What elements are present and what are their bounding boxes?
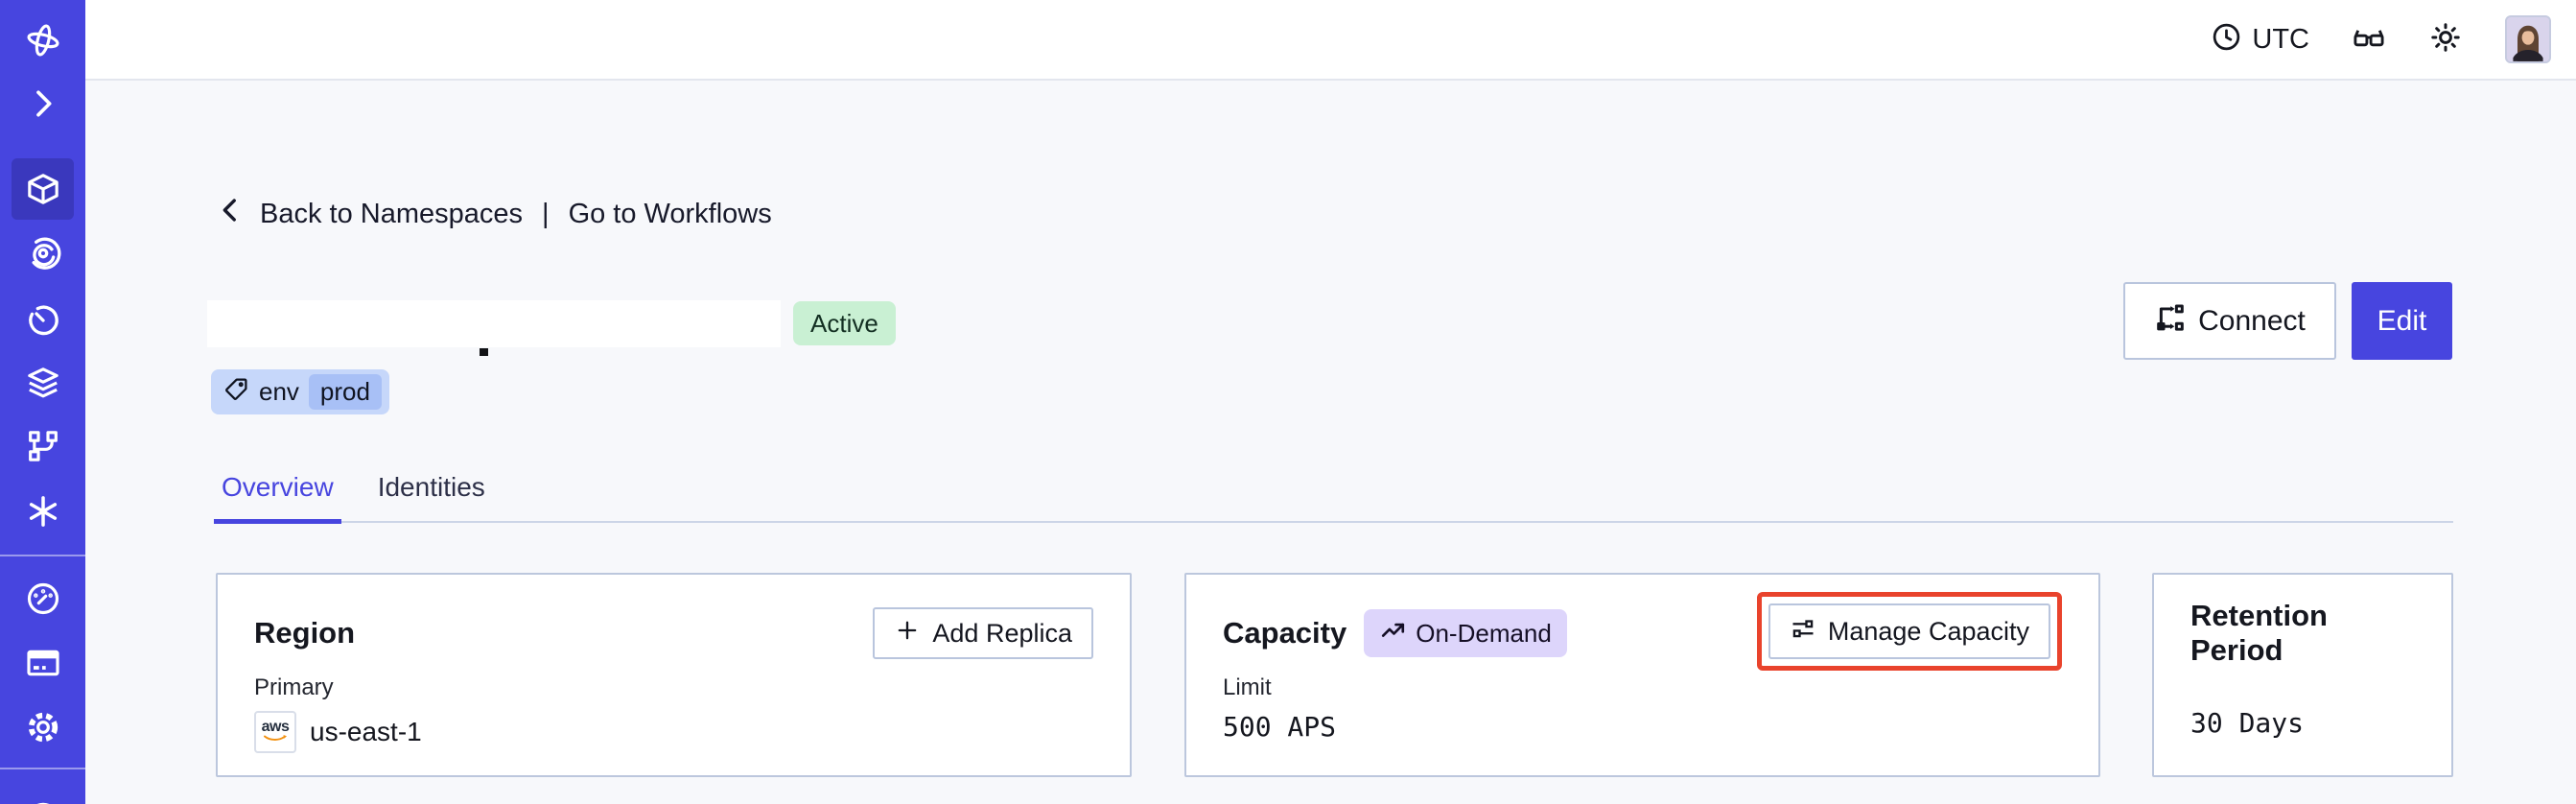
sidebar-item-nexus[interactable]	[0, 481, 85, 542]
gear-icon	[24, 708, 62, 746]
connect-flow-icon	[2154, 301, 2187, 342]
region-card: Region Add Replica Primary aws	[216, 573, 1132, 777]
top-header: UTC	[85, 0, 2576, 81]
aws-wordmark: aws	[261, 719, 290, 735]
glasses-icon	[2352, 20, 2386, 59]
sidebar-expand-button[interactable]	[0, 73, 85, 134]
retention-card-header: Retention Period	[2190, 599, 2415, 667]
retention-card: Retention Period 30 Days	[2152, 573, 2453, 777]
sidebar-item-usage[interactable]	[0, 568, 85, 629]
annotation-highlight: Manage Capacity	[1756, 592, 2062, 671]
capacity-value: 500 APS	[1223, 711, 1337, 743]
capacity-field-label: Limit	[1223, 674, 1272, 700]
capacity-card-title: Capacity	[1223, 616, 1347, 650]
capacity-value-row: 500 APS	[1223, 711, 2062, 743]
credit-card-icon	[24, 644, 62, 682]
tag-value: prod	[319, 377, 370, 406]
add-replica-label: Add Replica	[932, 618, 1072, 648]
edit-button[interactable]: Edit	[2352, 282, 2452, 360]
sidebar-divider	[0, 768, 85, 769]
sidebar-item-schedules[interactable]	[0, 290, 85, 351]
breadcrumb-separator: |	[542, 198, 550, 229]
sliders-icon	[1790, 615, 1816, 649]
status-badge: Active	[793, 301, 896, 345]
branch-icon	[24, 427, 62, 465]
user-avatar[interactable]	[2505, 15, 2551, 63]
theme-toggle[interactable]	[2428, 20, 2463, 59]
header-actions: UTC	[2211, 0, 2551, 79]
ondemand-badge-label: On-Demand	[1416, 618, 1552, 648]
capacity-card-header: Capacity On-Demand	[1223, 592, 2062, 671]
connect-button-label: Connect	[2198, 304, 2306, 337]
tab-overview[interactable]: Overview	[214, 459, 341, 524]
asterisk-icon	[24, 492, 62, 531]
go-to-workflows-link[interactable]: Go to Workflows	[568, 198, 772, 229]
sidebar-item-home[interactable]	[0, 10, 85, 71]
redaction-artifact-dot	[480, 348, 488, 356]
breadcrumb: Back to Namespaces | Go to Workflows	[214, 194, 772, 234]
sidebar-item-workflows[interactable]	[0, 223, 85, 284]
region-card-header: Region Add Replica	[254, 603, 1093, 663]
connect-button[interactable]: Connect	[2123, 282, 2336, 360]
sidebar-divider	[0, 555, 85, 556]
add-replica-button[interactable]: Add Replica	[873, 607, 1093, 659]
capacity-title-group: Capacity On-Demand	[1223, 609, 1567, 657]
region-card-title: Region	[254, 616, 356, 650]
labs-toggle[interactable]	[2352, 20, 2386, 59]
sidebar-item-namespaces[interactable]	[0, 158, 85, 220]
region-field-label: Primary	[254, 674, 334, 700]
sidebar-item-settings[interactable]	[0, 697, 85, 758]
capacity-card: Capacity On-Demand	[1184, 573, 2100, 777]
timezone-selector[interactable]: UTC	[2211, 21, 2309, 58]
back-chevron-icon	[214, 194, 246, 234]
main-content: Back to Namespaces | Go to Workflows Act…	[85, 81, 2576, 804]
sidebar-item-help[interactable]	[0, 785, 85, 804]
tag-value-chip: prod	[308, 374, 382, 410]
ondemand-badge: On-Demand	[1364, 609, 1567, 657]
edit-button-label: Edit	[2377, 304, 2427, 337]
region-value: us-east-1	[310, 717, 422, 746]
retention-value-row: 30 Days	[2190, 707, 2415, 739]
namespace-tag: env prod	[211, 369, 389, 414]
tab-bar: Overview Identities	[214, 459, 2453, 524]
clock-icon	[2211, 21, 2242, 58]
sidebar-item-billing[interactable]	[0, 632, 85, 694]
manage-capacity-label: Manage Capacity	[1827, 616, 2029, 646]
retention-card-title: Retention Period	[2190, 599, 2328, 667]
gauge-icon	[24, 579, 62, 618]
namespace-title-redacted	[207, 300, 781, 347]
sidebar-nav	[0, 0, 85, 804]
retention-value: 30 Days	[2190, 707, 2305, 739]
chevron-right-icon	[24, 84, 62, 123]
back-to-namespaces-link[interactable]: Back to Namespaces	[260, 198, 524, 229]
manage-capacity-button[interactable]: Manage Capacity	[1768, 603, 2050, 659]
plus-icon	[894, 617, 921, 650]
sidebar-item-deployments[interactable]	[0, 415, 85, 477]
tab-identities[interactable]: Identities	[377, 472, 485, 502]
tag-icon	[223, 376, 249, 409]
trending-up-icon	[1379, 616, 1407, 650]
region-value-row: aws us-east-1	[254, 711, 1093, 753]
spiral-icon	[24, 234, 62, 272]
timezone-label: UTC	[2252, 23, 2309, 55]
timer-icon	[24, 301, 62, 340]
tag-key: env	[259, 377, 299, 406]
cube-icon	[24, 170, 62, 208]
sidebar-item-batch-operations[interactable]	[0, 352, 85, 414]
aws-provider-icon: aws	[254, 711, 296, 753]
sun-icon	[2428, 20, 2463, 59]
temporal-logo-icon	[24, 21, 62, 59]
layers-icon	[24, 364, 62, 402]
help-circle-icon	[24, 796, 62, 804]
